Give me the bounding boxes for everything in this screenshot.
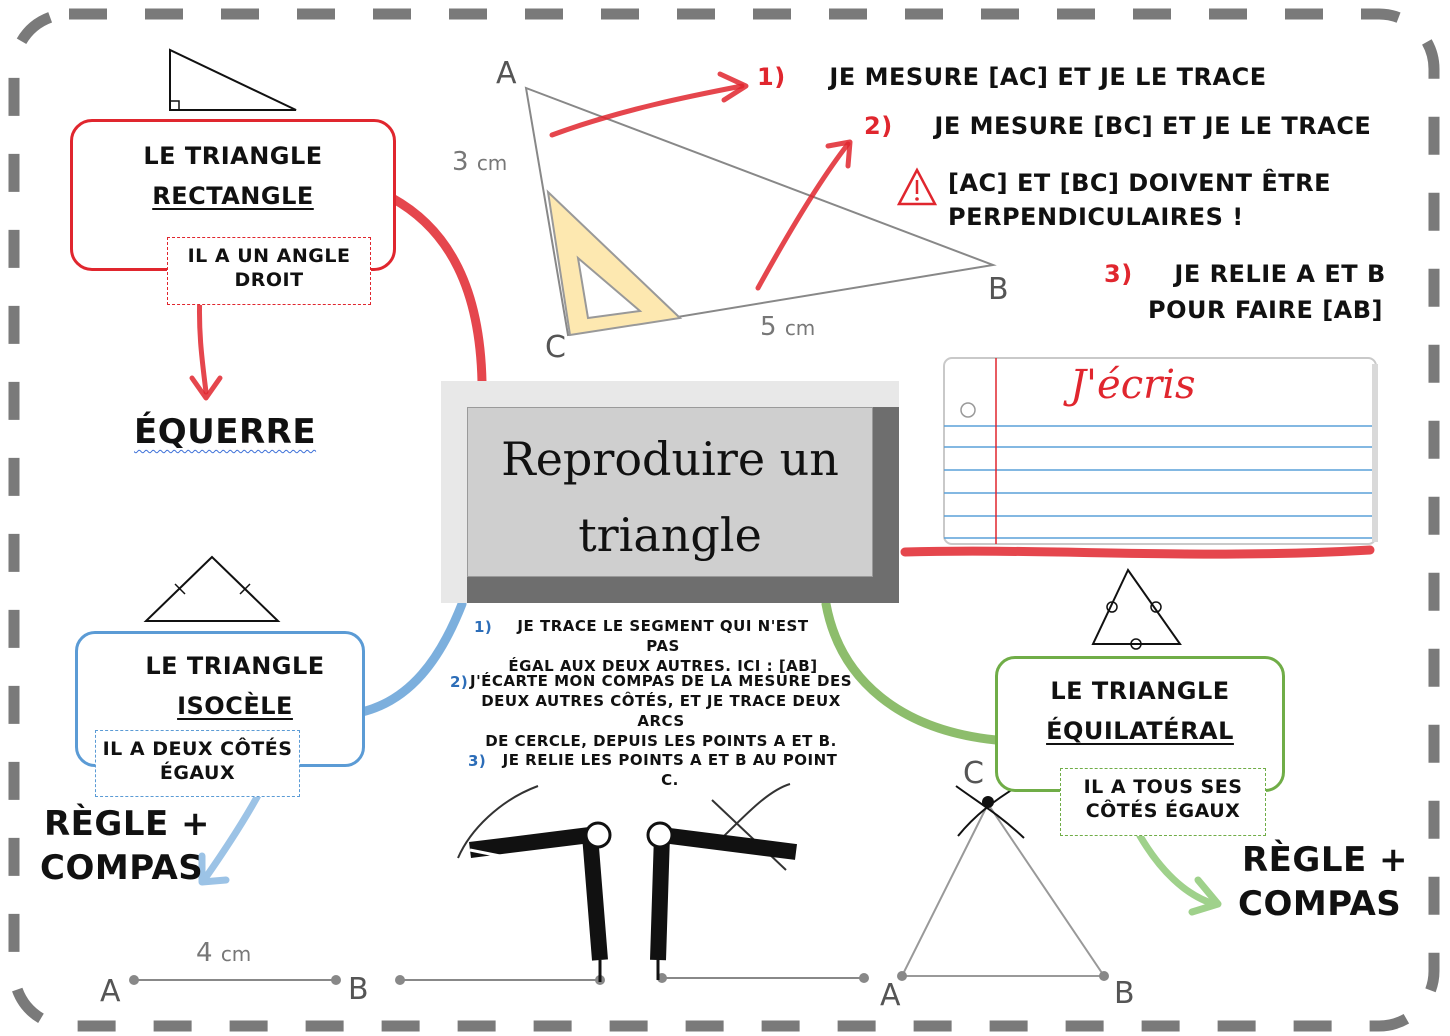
tick-mark — [174, 583, 186, 595]
isocele-triangle-icon — [143, 555, 281, 622]
label-a-bottom-left: A — [100, 974, 121, 1009]
arrow-to-isocele-tools — [200, 784, 266, 884]
length-ab: 4 cm — [196, 938, 252, 968]
center-title-line1: Reproduire un — [501, 432, 839, 486]
center-title-line2: triangle — [578, 508, 762, 562]
connector-equilateral — [821, 599, 1001, 745]
compass-step1-number: 1) — [474, 618, 493, 636]
isocele-tools: RÈGLE + COMPAS — [40, 802, 210, 890]
tick-mark — [1150, 601, 1162, 613]
tick-mark — [1106, 601, 1118, 613]
step3-line1: JE RELIE A ET B — [1174, 260, 1386, 288]
dashed-frame — [8, 8, 1440, 1032]
length-ac: 3 cm — [452, 147, 508, 177]
compass-steps: 1) JE TRACE LE SEGMENT QUI N'EST PAS ÉGA… — [450, 616, 870, 789]
compass-step2-line2: DEUX AUTRES CÔTÉS, ET JE TRACE DEUX ARCS — [481, 692, 841, 730]
warning-line2: PERPENDICULAIRES ! — [948, 203, 1244, 231]
step1-text: JE MESURE [AC] ET JE LE TRACE — [829, 63, 1267, 91]
arrow-step1 — [549, 83, 745, 138]
notebook-hole — [960, 402, 976, 418]
label-a-top: A — [496, 56, 517, 91]
arrow-step2 — [755, 141, 851, 291]
equilateral-note: IL A TOUS SES CÔTÉS ÉGAUX — [1060, 768, 1266, 836]
notebook-title: J'écris — [1070, 362, 1196, 408]
tick-mark — [1130, 638, 1142, 650]
warning-icon — [896, 167, 938, 206]
set-square-icon — [546, 189, 683, 337]
compass-step2-number: 2) — [450, 673, 469, 691]
rectangle-title-line1: LE TRIANGLE — [143, 142, 323, 170]
rectangle-note-line1: IL A UN ANGLE — [187, 245, 351, 267]
connector-rectangle — [387, 193, 487, 387]
label-b-top: B — [988, 272, 1009, 307]
equilateral-title-line1: LE TRIANGLE — [1050, 677, 1230, 705]
connector-notebook — [900, 545, 1375, 559]
length-bc: 5 cm — [760, 312, 816, 342]
construction-right-triangle — [524, 86, 997, 337]
compass-right-icon — [646, 783, 798, 980]
step1-number: 1) — [757, 63, 786, 91]
label-c-bottom-right: C — [963, 756, 984, 791]
equilateral-note-line1: IL A TOUS SES — [1083, 776, 1243, 798]
isocele-tool-line2: COMPAS — [40, 848, 204, 888]
warning-line1: [AC] ET [BC] DOIVENT ÊTRE — [948, 169, 1331, 197]
step1: 1) JE MESURE [AC] ET JE LE TRACE — [757, 63, 1267, 91]
rectangle-tool: ÉQUERRE — [134, 412, 317, 452]
constructed-triangle — [900, 802, 1106, 977]
equilateral-tool-line2: COMPAS — [1238, 884, 1402, 924]
compass-step3-number: 3) — [468, 752, 487, 770]
step3: 3) JE RELIE A ET B POUR FAIRE [AB] — [1104, 256, 1386, 328]
compass-step1-line2: ÉGAL AUX DEUX AUTRES. ICI : [AB] — [508, 657, 818, 675]
warning-text: [AC] ET [BC] DOIVENT ÊTRE PERPENDICULAIR… — [948, 166, 1331, 234]
step2-number: 2) — [864, 112, 893, 140]
tick-mark — [239, 583, 251, 595]
equilateral-note-line2: CÔTÉS ÉGAUX — [1085, 800, 1241, 822]
isocele-note-line2: ÉGAUX — [159, 762, 236, 784]
isocele-title-line2: ISOCÈLE — [177, 692, 293, 720]
equilateral-triangle-icon — [1091, 568, 1182, 645]
compass-step3-text: JE RELIE LES POINTS A ET B AU POINT C. — [502, 751, 838, 789]
compass-left-icon — [457, 785, 612, 982]
step2: 2) JE MESURE [BC] ET JE LE TRACE — [864, 112, 1371, 140]
rectangle-triangle-icon — [169, 48, 297, 111]
rectangle-note: IL A UN ANGLE DROIT — [167, 237, 371, 305]
arrow-to-equerre — [196, 289, 209, 395]
center-title-box: Reproduire un triangle — [441, 381, 899, 603]
compass-step2-line3: DE CERCLE, DEPUIS LES POINTS A ET B. — [485, 732, 837, 750]
label-b-bottom-right: B — [1114, 976, 1135, 1011]
isocele-title-line1: LE TRIANGLE — [145, 652, 325, 680]
label-b-bottom-left: B — [348, 972, 369, 1007]
compass-step1-line1: JE TRACE LE SEGMENT QUI N'EST PAS — [517, 617, 809, 655]
right-angle-mark — [169, 100, 180, 111]
rectangle-title-line2: RECTANGLE — [152, 182, 314, 210]
equilateral-tools: RÈGLE + COMPAS — [1238, 838, 1408, 926]
arrow-to-equilateral-tools — [1136, 832, 1218, 908]
isocele-note: IL A DEUX CÔTÉS ÉGAUX — [95, 730, 300, 797]
step2-text: JE MESURE [BC] ET JE LE TRACE — [934, 112, 1372, 140]
equilateral-title-line2: ÉQUILATÉRAL — [1046, 717, 1234, 745]
step3-line2: POUR FAIRE [AB] — [1148, 296, 1383, 324]
isocele-note-line1: IL A DEUX CÔTÉS — [102, 738, 293, 760]
label-c-top: C — [545, 330, 566, 365]
isocele-tool-line1: RÈGLE + — [44, 804, 211, 844]
connector-isocele — [357, 599, 467, 717]
step3-number: 3) — [1104, 260, 1133, 288]
rectangle-note-line2: DROIT — [234, 269, 304, 291]
label-a-bottom-right: A — [880, 978, 901, 1013]
compass-step2-line1: J'ÉCARTE MON COMPAS DE LA MESURE DES — [470, 672, 852, 690]
equilateral-tool-line1: RÈGLE + — [1242, 840, 1409, 880]
